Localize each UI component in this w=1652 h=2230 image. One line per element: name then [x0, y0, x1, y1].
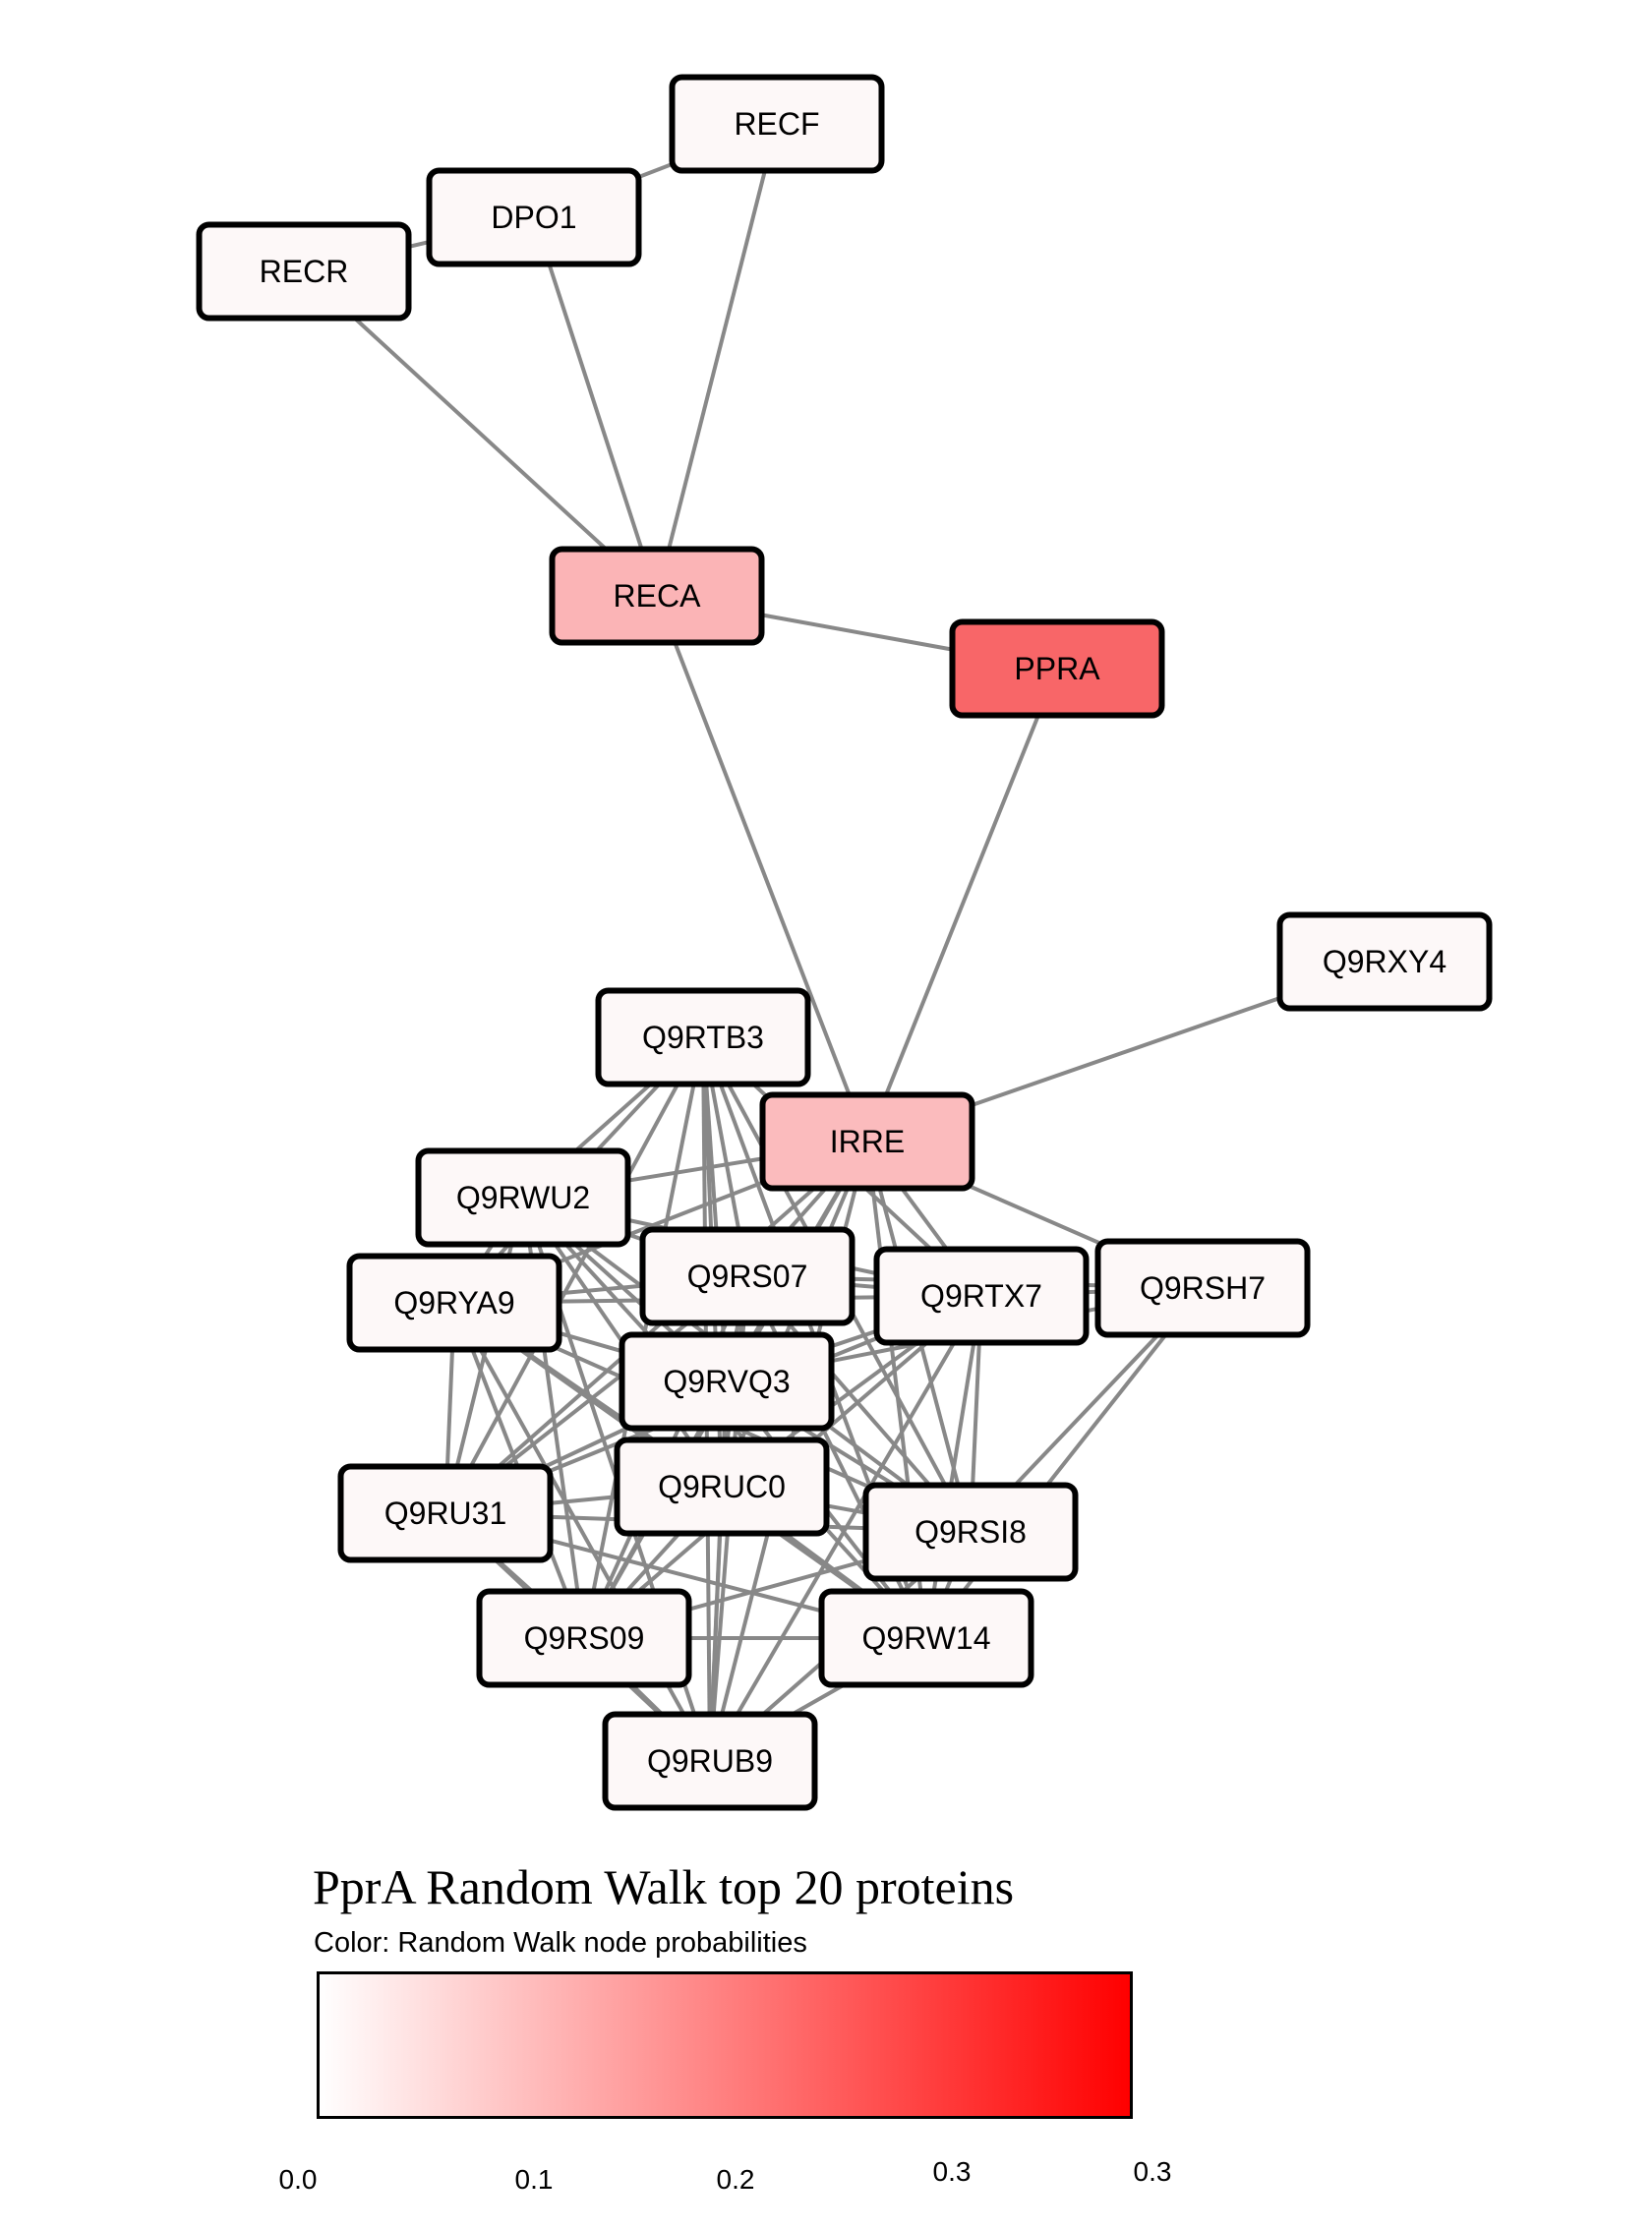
legend-tick-label: 0.3	[1133, 2156, 1172, 2187]
node-label: DPO1	[491, 200, 576, 235]
node-q9rsh7: Q9RSH7	[1094, 1238, 1311, 1338]
node-label: RECR	[260, 254, 349, 289]
node-irre: IRRE	[759, 1091, 975, 1192]
node-box	[595, 987, 811, 1087]
node-label: IRRE	[830, 1124, 905, 1159]
node-label: Q9RXY4	[1323, 944, 1446, 979]
node-label: Q9RUC0	[658, 1469, 786, 1504]
edge-recf-reca	[655, 123, 779, 597]
node-label: Q9RWU2	[456, 1180, 590, 1215]
node-label: PPRA	[1014, 651, 1100, 686]
node-dpo1: DPO1	[426, 167, 642, 267]
node-q9ruc0: Q9RUC0	[614, 1437, 830, 1537]
legend-subtitle: Color: Random Walk node probabilities	[314, 1927, 807, 1959]
node-box	[196, 221, 412, 322]
edge-reca-irre	[655, 595, 869, 1143]
legend-tick-label: 0.0	[278, 2164, 318, 2195]
node-q9rvq3: Q9RVQ3	[619, 1331, 835, 1432]
node-label: Q9RU31	[384, 1496, 507, 1531]
edge-recr-reca	[302, 269, 659, 598]
node-label: Q9RYA9	[393, 1285, 514, 1320]
node-box	[619, 1331, 835, 1432]
node-recf: RECF	[669, 74, 885, 174]
node-reca: RECA	[549, 546, 765, 646]
node-q9rxy4: Q9RXY4	[1276, 911, 1493, 1012]
node-q9rsi8: Q9RSI8	[862, 1482, 1079, 1582]
node-ppra: PPRA	[949, 618, 1165, 719]
node-box	[759, 1091, 975, 1192]
node-box	[818, 1588, 1034, 1688]
node-box	[476, 1588, 692, 1688]
node-box	[873, 1246, 1090, 1346]
node-q9rtb3: Q9RTB3	[595, 987, 811, 1087]
node-box	[426, 167, 642, 267]
legend-tick-label: 0.2	[716, 2164, 755, 2195]
edge-ppra-irre	[865, 668, 1059, 1143]
node-label: Q9RSI8	[914, 1514, 1027, 1550]
node-recr: RECR	[196, 221, 412, 322]
node-q9rwu2: Q9RWU2	[415, 1147, 631, 1248]
node-label: Q9RUB9	[647, 1743, 773, 1779]
node-box	[1276, 911, 1493, 1012]
node-label: RECA	[614, 578, 702, 614]
node-box	[415, 1147, 631, 1248]
node-box	[949, 618, 1165, 719]
edge-dpo1-reca	[532, 216, 659, 597]
node-q9rtx7: Q9RTX7	[873, 1246, 1090, 1346]
node-label: Q9RTX7	[920, 1278, 1042, 1314]
node-q9rub9: Q9RUB9	[602, 1711, 818, 1811]
node-box	[549, 546, 765, 646]
node-q9ru31: Q9RU31	[337, 1463, 554, 1563]
node-q9rs07: Q9RS07	[639, 1226, 856, 1326]
node-box	[346, 1253, 562, 1353]
node-label: Q9RVQ3	[663, 1364, 790, 1399]
node-box	[602, 1711, 818, 1811]
node-label: Q9RSH7	[1140, 1270, 1266, 1306]
node-q9rw14: Q9RW14	[818, 1588, 1034, 1688]
node-q9rya9: Q9RYA9	[346, 1253, 562, 1353]
node-box	[639, 1226, 856, 1326]
edge-irre-q9ru31	[443, 1140, 869, 1515]
legend-tick-label: 0.3	[932, 2156, 972, 2187]
node-box	[669, 74, 885, 174]
node-box	[1094, 1238, 1311, 1338]
node-label: RECF	[734, 106, 819, 142]
node-box	[337, 1463, 554, 1563]
node-box	[862, 1482, 1079, 1582]
legend-tick-label: 0.1	[514, 2164, 554, 2195]
node-label: Q9RS09	[524, 1620, 645, 1656]
color-gradient-bar	[317, 1971, 1133, 2119]
node-box	[614, 1437, 830, 1537]
node-label: Q9RW14	[861, 1620, 990, 1656]
node-label: Q9RTB3	[642, 1020, 764, 1055]
node-label: Q9RS07	[687, 1259, 808, 1294]
legend-title: PprA Random Walk top 20 proteins	[313, 1859, 1015, 1914]
node-q9rs09: Q9RS09	[476, 1588, 692, 1688]
